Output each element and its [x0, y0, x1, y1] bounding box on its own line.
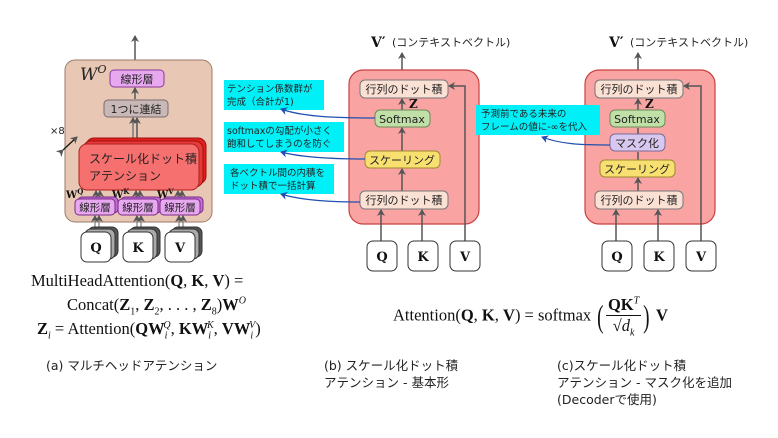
input-v [449, 240, 481, 272]
caption-panel-a: (a) マルチヘッドアテンション [46, 358, 218, 373]
panel-c-masked-attention: V′ (コンテキストベクトル) 行列のドット積 Z Softmax マスク化 ス… [476, 35, 748, 272]
softmax-label: Softmax [614, 113, 660, 126]
mask-label: マスク化 [615, 136, 659, 150]
wo-label: WO [80, 63, 107, 85]
caption-panel-b: (b) スケール化ドット積 アテンション - 基本形 [324, 358, 459, 390]
softmax-box [609, 109, 666, 128]
input-v-label: V [174, 241, 186, 256]
input-q-label: Q [90, 241, 101, 256]
concat-label: 1つに連結 [111, 102, 162, 116]
input-k-stack: K [122, 226, 161, 263]
attention-block [78, 143, 200, 191]
wv-label: WV [156, 187, 174, 201]
note-mask-arrow [541, 135, 611, 146]
matmul-bottom-label: 行列のドット積 [366, 193, 443, 207]
z-label: Z [645, 97, 654, 111]
softmax-label: Softmax [379, 113, 425, 126]
matmul-bottom-box [359, 190, 449, 210]
note-scaling [224, 122, 344, 152]
note-matmul-text: 各ベクトル間の内積をドット積で一括計算 [230, 167, 325, 192]
linear-to-attention-arrows [92, 190, 186, 197]
output-v-prime: V′ [370, 35, 386, 51]
heads-count: ×8 [50, 126, 65, 137]
linear-q-stack: 線形層 [74, 196, 119, 216]
input-v [685, 240, 717, 272]
input-v-label: V [695, 250, 707, 265]
input-q [366, 240, 398, 272]
wq-label: WQ [65, 187, 83, 201]
v-arrow [683, 82, 702, 241]
mask-box [609, 133, 666, 152]
linear-q-label: 線形層 [79, 201, 111, 214]
matmul-bottom-label: 行列のドット積 [601, 193, 678, 207]
v-arrow [448, 82, 466, 241]
linear-layer-output-label: 線形層 [121, 72, 154, 86]
note-softmax-arrow [280, 107, 376, 119]
input-k-label: K [653, 250, 665, 265]
matmul-top-label: 行列のドット積 [601, 82, 678, 96]
matmul-top-label: 行列のドット積 [366, 82, 443, 96]
input-k-label: K [132, 241, 144, 256]
attention-label-1: スケール化ドット積 [89, 151, 197, 166]
input-q [601, 240, 633, 272]
matmul-bottom-box [594, 190, 684, 210]
input-k [643, 240, 675, 272]
note-scaling-arrow [280, 149, 366, 160]
equation-attention: Attention(Q, K, V) = softmax (QKT√dk) V [393, 295, 668, 339]
input-k-label: K [417, 250, 429, 265]
panel-b-scaled-dot-product: V′ (コンテキストベクトル) 行列のドット積 Z Softmax スケーリング… [224, 35, 510, 272]
equation-multihead-line3: Zi = Attention(QWiQ, KWiK, VWiV) [37, 319, 261, 342]
input-v-label: V [459, 250, 471, 265]
panel-a-multihead: WO 線形層 1つに連結 ×8 スケール化ドット積 アテンション WQ WK W… [50, 35, 213, 263]
note-matmul-arrow [280, 191, 361, 203]
z-label: Z [409, 97, 418, 111]
linear-v-stack: 線形層 [159, 196, 204, 216]
output-desc: (コンテキストベクトル) [630, 36, 748, 49]
input-v-stack: V [164, 226, 203, 263]
attention-module [348, 69, 480, 225]
note-softmax [224, 80, 324, 110]
input-q-stack: Q [80, 226, 119, 263]
scaling-label: スケーリング [604, 162, 670, 176]
input-q-label: Q [611, 250, 622, 265]
wk-label: WK [111, 187, 130, 201]
note-mask [476, 105, 600, 135]
linear-v-label: 線形層 [164, 201, 196, 214]
output-v-prime: V′ [608, 35, 624, 51]
stack-depth-arrow [55, 136, 78, 158]
note-scaling-text: softmaxの勾配が小さく飽和してしまうのを防ぐ [227, 125, 332, 150]
input-q-label: Q [376, 250, 387, 265]
caption-panel-c: (c)スケール化ドット積 アテンション - マスク化を追加 (Decoderで使… [557, 358, 732, 407]
input-k [407, 240, 439, 272]
output-desc: (コンテキストベクトル) [392, 36, 510, 49]
note-mask-text: 予測前である未来のフレームの値に-∞を代入 [481, 108, 588, 133]
linear-k-label: 線形層 [122, 201, 154, 214]
scaling-label: スケーリング [369, 153, 435, 167]
attention-label-2: アテンション [89, 169, 161, 183]
note-softmax-text: テンション係数群が完成（合計が1) [227, 83, 313, 108]
equation-multihead-line2: Concat(Z1, Z2, . . . , Z8)WO [67, 295, 247, 318]
equation-multihead-line1: MultiHeadAttention(Q, K, V) = [31, 271, 244, 290]
note-matmul [224, 164, 334, 194]
linear-k-stack: 線形層 [117, 196, 162, 216]
